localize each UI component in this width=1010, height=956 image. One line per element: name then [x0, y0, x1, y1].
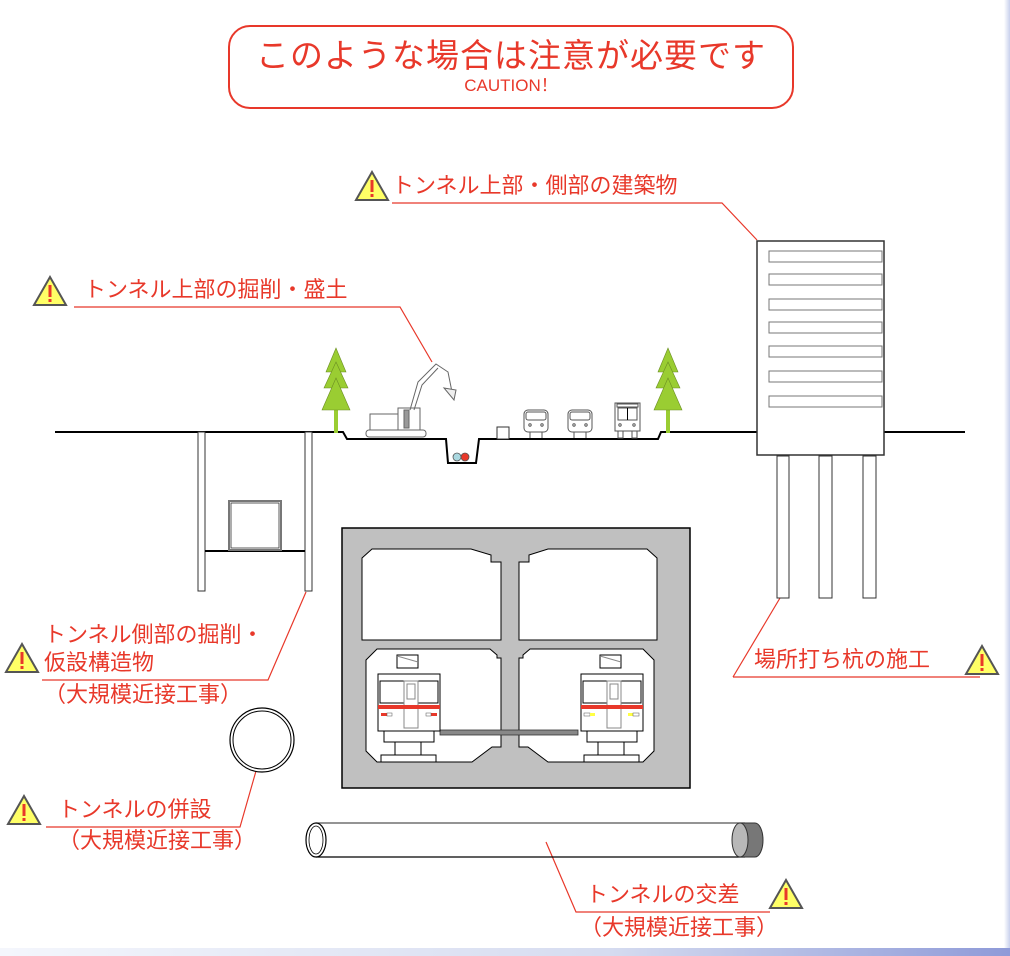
leader-side	[42, 591, 307, 681]
warning-triangle-icon	[354, 170, 390, 201]
car-1	[523, 409, 549, 438]
warning-triangle-icon	[964, 644, 1000, 675]
title-sub: CAUTION！	[464, 76, 558, 95]
warning-triangle-icon	[32, 275, 68, 306]
leader-crossing	[545, 841, 770, 913]
leader-parallel	[46, 770, 257, 828]
car-2	[567, 409, 593, 438]
label-side-3: （大規模近接工事）	[44, 683, 243, 708]
train-left	[377, 654, 441, 763]
ground-surface	[55, 431, 965, 464]
label-side-1: トンネル側部の掘削・	[44, 623, 264, 648]
excavator	[365, 363, 457, 438]
caution-title-box: このような場合は注意が必要です CAUTION！	[228, 25, 794, 109]
label-building: トンネル上部・側部の建築物	[392, 174, 678, 199]
label-crossing-1: トンネルの交差	[586, 883, 740, 908]
bus	[614, 402, 641, 439]
parallel-tunnel	[229, 707, 295, 773]
label-crossing-2: （大規模近接工事）	[580, 916, 779, 941]
label-parallel-2: （大規模近接工事）	[58, 829, 257, 854]
upper-cell-left	[361, 548, 502, 641]
warning-triangle-icon	[4, 642, 40, 673]
window-right-edge	[1004, 0, 1010, 956]
warning-triangle-icon	[768, 878, 804, 909]
label-piles: 場所打ち杭の施工	[754, 648, 931, 673]
title-main: このような場合は注意が必要です	[256, 36, 766, 75]
box-tunnel	[341, 527, 691, 789]
building	[756, 240, 885, 456]
leader-lines	[42, 202, 980, 913]
temporary-structure	[197, 431, 313, 592]
utility-pipe-red	[460, 452, 470, 462]
bottom-gradient-bar	[0, 948, 1010, 956]
upper-cell-right	[518, 548, 658, 641]
warning-triangle-icon	[6, 794, 42, 825]
train-right	[580, 654, 644, 763]
small-post	[496, 426, 510, 440]
leader-piles-diag	[732, 597, 781, 678]
cast-in-place-piles	[776, 455, 877, 599]
label-side-2: 仮設構造物	[44, 651, 155, 676]
tree-right	[653, 347, 683, 433]
tree-left	[321, 347, 351, 433]
leader-building	[392, 202, 758, 241]
utility-pipe-blue	[452, 452, 462, 462]
crossing-tunnel	[305, 822, 764, 858]
label-parallel-1: トンネルの併設	[58, 798, 212, 823]
leader-excavation	[74, 306, 433, 363]
label-excavation-top: トンネル上部の掘削・盛土	[84, 278, 348, 303]
